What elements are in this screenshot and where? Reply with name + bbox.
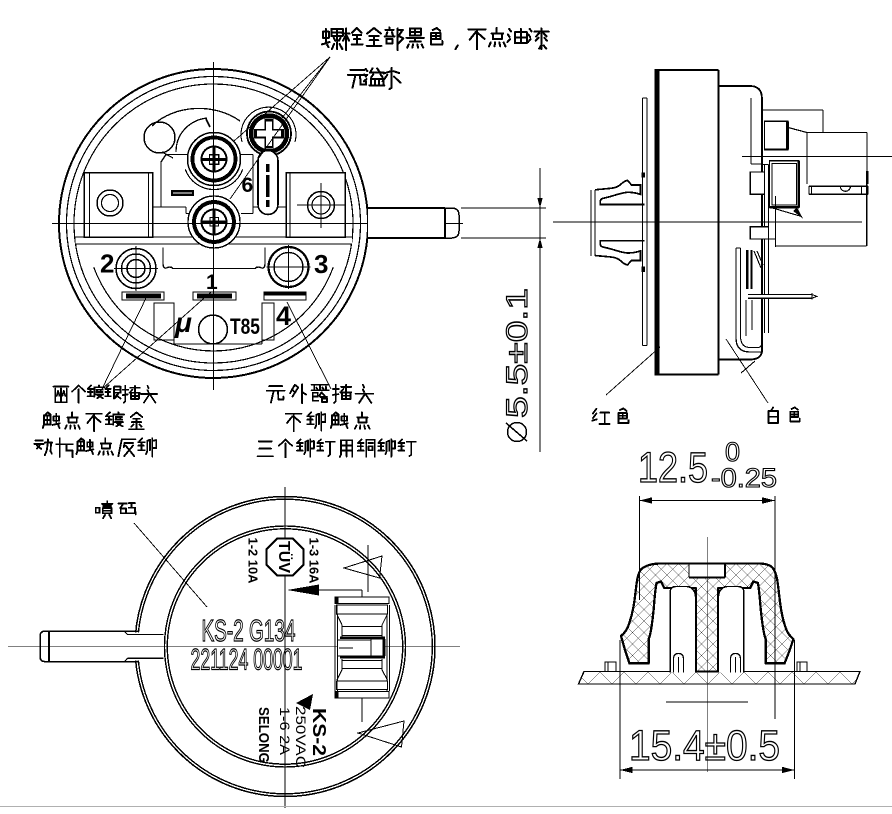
svg-text:12.5: 12.5 [638,444,708,492]
svg-text:6: 6 [242,174,254,197]
svg-text:250VAC: 250VAC [293,706,308,768]
svg-text:1: 1 [206,271,218,294]
svg-text:0: 0 [725,437,740,467]
svg-text:1-6 2A: 1-6 2A [277,707,293,756]
svg-text:1-2 10A: 1-2 10A [246,538,261,585]
svg-text:1-3 16A: 1-3 16A [307,538,322,585]
svg-text:-0.25: -0.25 [711,463,777,493]
svg-text:4: 4 [276,301,291,331]
svg-text:221124 00001: 221124 00001 [191,644,303,677]
svg-text:μ: μ [174,307,192,338]
svg-text:2: 2 [100,249,114,279]
svg-text:TÜV: TÜV [275,541,294,573]
svg-text:T85: T85 [230,314,260,339]
svg-text:KS-2: KS-2 [309,708,329,756]
svg-text:KS-2 G134: KS-2 G134 [202,613,296,648]
svg-text:SELONG: SELONG [255,707,272,763]
svg-text:15.4±0.5: 15.4±0.5 [629,722,780,770]
svg-text:3: 3 [314,249,328,279]
svg-text:5.5±0.1: 5.5±0.1 [501,288,534,418]
